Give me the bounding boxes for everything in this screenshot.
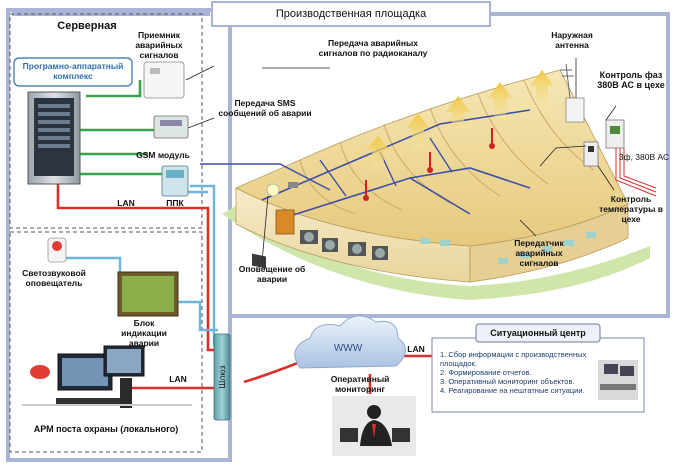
leader-lines [185, 58, 617, 263]
gsm-module-label: GSM модуль [136, 150, 190, 160]
indicator-block-label: Блок индикации аварии [121, 318, 167, 348]
alarm-receiver-label: Приемник аварийных сигналов [135, 30, 183, 60]
sms-transfer-label: Передача SMS сообщений об аварии [218, 98, 312, 118]
alarm-notification-label: Оповещение об аварии [238, 264, 306, 284]
situation-workstation-icon [598, 360, 638, 400]
situation-center-tab [475, 323, 601, 343]
software-complex-box [13, 57, 133, 87]
alarm-receiver-icon [143, 61, 185, 99]
server-rack-icon [27, 91, 81, 185]
temp-controller-icon [583, 141, 599, 167]
antenna-label: Наружная антенна [551, 30, 593, 50]
gateway-label: Шлюз [217, 365, 227, 389]
indicator-block-icon [117, 271, 179, 317]
plant-building [235, 63, 657, 283]
workstation-icon [22, 345, 192, 408]
local-lan-label: LAN [169, 374, 187, 384]
power-line-label: 3ф, 380В АС [618, 152, 670, 162]
list-item: 4. Реагирование на нештатные ситуации. [440, 386, 585, 395]
left-frame [6, 8, 232, 462]
gateway-icon [213, 333, 231, 421]
cloud-lan-label: LAN [407, 344, 425, 354]
software-complex-label: Програмно-аппаратный комплекс [22, 61, 124, 81]
workstation-label: АРМ поста охраны (локального) [33, 424, 179, 434]
cloud-icon [294, 315, 406, 369]
page-title: Производственная площадка [275, 8, 427, 20]
list-item: 3. Оперативный мониторинг объектов. [440, 377, 575, 386]
operator-icon [332, 396, 416, 456]
server-room-heading: Серверная [57, 20, 117, 32]
temp-control-label: Контроль температуры в цехе [599, 194, 663, 224]
list-item: 2. Формирование отчетов. [440, 368, 532, 377]
local-post-area [9, 231, 203, 453]
thermometer-icon [363, 128, 495, 201]
radio-transfer-label: Передача аварийных сигналов по радиокана… [318, 38, 428, 58]
situation-center-list: 1. Сбор информации с производственных пл… [440, 350, 596, 395]
title-banner [211, 1, 491, 27]
www-label: WWW [333, 343, 363, 354]
transmitter-icon [565, 97, 585, 123]
ppk-label: ППК [166, 198, 184, 208]
situation-center-title: Ситуационный центр [490, 328, 586, 338]
monitoring-label: Оперативный мониторинг [330, 374, 390, 394]
gsm-module-icon [153, 115, 189, 139]
server-lan-label: LAN [117, 198, 135, 208]
transmitter-label: Передатчик аварийных сигналов [514, 238, 564, 268]
list-item: 1. Сбор информации с производственных пл… [440, 350, 587, 368]
phase-control-label: Контроль фаз 380В АС в цехе [597, 70, 665, 90]
beacon-label: Светозвуковой оповещатель [22, 268, 86, 288]
beacon-icon [47, 237, 67, 263]
